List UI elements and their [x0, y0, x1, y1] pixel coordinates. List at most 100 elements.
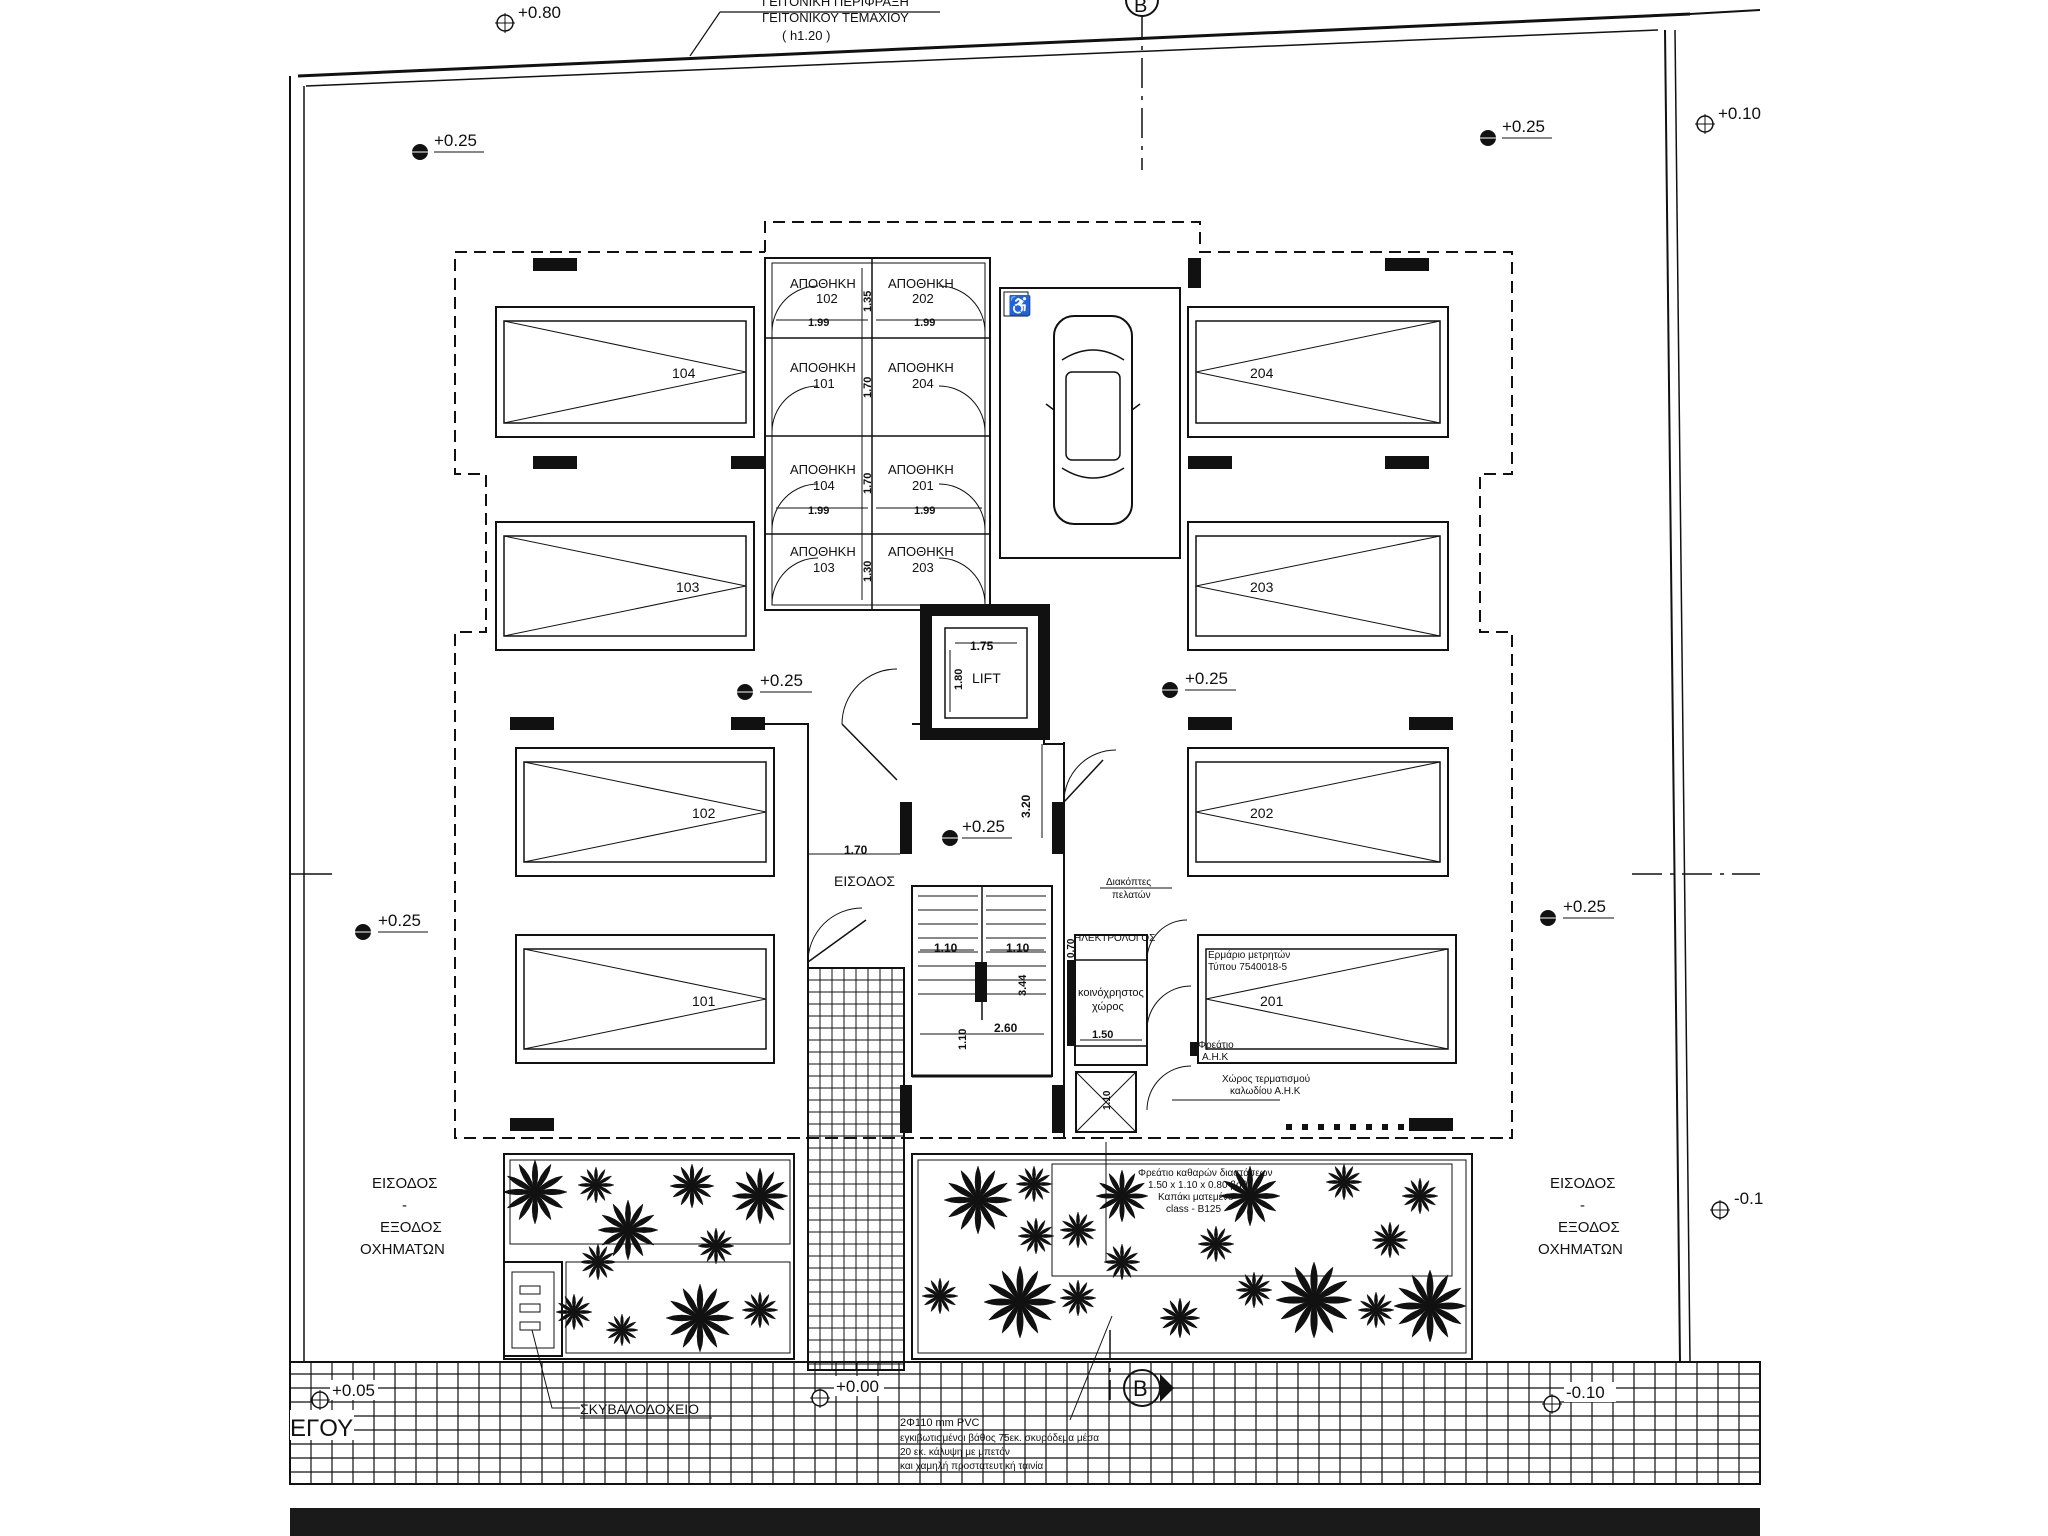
level-value: +0.25 — [434, 131, 477, 150]
level-marker-ne: +0.25 — [1478, 117, 1552, 146]
plant-icon — [577, 1166, 615, 1204]
parking-number: 102 — [692, 805, 716, 821]
vehicle-entrance-text: ΕΞΟΔΟΣ — [380, 1219, 442, 1236]
vehicle-entrance-text: ΕΙΣΟΔΟΣ — [1550, 1175, 1615, 1192]
level-marker-se: -0.10 — [1542, 1382, 1616, 1414]
note-text: Καπάκι ματεμένο — [1158, 1191, 1234, 1203]
vehicle-entrance-left: ΕΙΣΟΔΟΣ - ΕΞΟΔΟΣ ΟΧΗΜΑΤΩΝ — [360, 1175, 445, 1258]
storage-number: 103 — [813, 560, 835, 575]
plant-icon — [731, 1167, 789, 1225]
level-value: +0.25 — [1185, 669, 1228, 688]
note-text: Φρεάτιο — [1198, 1039, 1234, 1051]
storage-number: 102 — [816, 291, 838, 306]
level-marker-south: +0.00 — [810, 1376, 884, 1408]
note-text: Τύπου 7540018-5 — [1208, 961, 1288, 973]
dimension-label: 0.70 — [1066, 938, 1077, 958]
storage-title: ΑΠΟΘΗΚΗ — [790, 544, 856, 559]
storage-block: ΑΠΟΘΗΚΗ 102 ΑΠΟΘΗΚΗ 202 ΑΠΟΘΗΚΗ 101 ΑΠΟΘ… — [764, 257, 991, 611]
section-label-top: B — [1134, 0, 1147, 17]
plant-icon — [665, 1283, 735, 1353]
plant-icon — [943, 1165, 1013, 1235]
plant-icon — [1325, 1163, 1363, 1201]
level-value: +0.25 — [962, 817, 1005, 836]
level-marker-mid-left: +0.25 — [735, 671, 812, 700]
storage-title: ΑΠΟΘΗΚΗ — [888, 276, 954, 291]
plant-icon — [605, 1313, 639, 1347]
storage-102: ΑΠΟΘΗΚΗ 102 — [790, 276, 856, 306]
staircase: 1.10 1.10 2.60 1.10 3.44 — [911, 885, 1053, 1078]
wheelchair-icon: ♿ — [1008, 294, 1032, 317]
level-value: +0.25 — [378, 911, 421, 930]
road-label: ΕΓΟΥ — [290, 1415, 353, 1442]
note-text: ΗΛΕΚΤΡΟΛΟΓΟΣ — [1074, 933, 1155, 944]
note-text: και χαμηλή προστατευτική ταινία — [900, 1460, 1043, 1472]
cable-dots — [1286, 1124, 1404, 1130]
dimension-label: 1.99 — [914, 317, 935, 329]
stair-steps — [918, 895, 1046, 995]
storage-103: ΑΠΟΘΗΚΗ 103 — [790, 544, 856, 575]
storage-101: ΑΠΟΘΗΚΗ 101 — [790, 360, 856, 391]
accessible-parking-bay: ♿ — [999, 287, 1181, 559]
plant-icon — [1357, 1291, 1395, 1329]
plant-icon — [983, 1265, 1057, 1339]
landscaping — [502, 1153, 1473, 1360]
plant-icon — [1371, 1221, 1409, 1259]
storage-204: ΑΠΟΘΗΚΗ 204 — [888, 360, 954, 391]
parking-number: 103 — [676, 579, 700, 595]
level-marker-mid-right: +0.25 — [1160, 669, 1236, 698]
plant-icon — [1059, 1279, 1097, 1317]
lift-label: LIFT — [972, 670, 1001, 686]
storage-number: 101 — [813, 376, 835, 391]
storage-title: ΑΠΟΘΗΚΗ — [888, 462, 954, 477]
vehicle-entrance-text: ΕΞΟΔΟΣ — [1558, 1219, 1620, 1236]
plant-icon — [1159, 1297, 1201, 1339]
dimension-label: 1.80 — [953, 669, 965, 690]
dimension-label: 3.20 — [1019, 794, 1033, 818]
parking-number: 201 — [1260, 993, 1284, 1009]
waste-bin-note: ΣΚΥΒΑΛΟΔΟΧΕΙΟ — [531, 1329, 712, 1419]
parking-bay-201: 201 — [1197, 934, 1457, 1064]
dimension-label: 1.10 — [1102, 1090, 1113, 1110]
dimension-label: 1.99 — [914, 505, 935, 517]
section-marker-top — [1125, 0, 1159, 17]
storage-number: 204 — [912, 376, 934, 391]
note-text: πελατών — [1112, 889, 1151, 901]
dimension-label: 1.30 — [862, 561, 874, 582]
footer-bar — [290, 1508, 1760, 1536]
plant-icon — [1015, 1165, 1053, 1203]
vehicle-entrance-text: - — [1580, 1197, 1585, 1214]
plant-icon — [502, 1159, 568, 1225]
storage-title: ΑΠΟΘΗΚΗ — [888, 360, 954, 375]
vehicle-entrance-text: ΟΧΗΜΑΤΩΝ — [1538, 1241, 1623, 1258]
entrance-lobby: 3.20 1.70 ΕΙΣΟΔΟΣ — [765, 668, 1117, 1138]
vehicle-entrance-text: ΟΧΗΜΑΤΩΝ — [360, 1241, 445, 1258]
level-value: +0.10 — [1718, 104, 1761, 123]
plant-icon — [921, 1277, 959, 1315]
note-text: 20 εκ. κάλυψη με μπετόν — [900, 1446, 1010, 1458]
level-value: -0.10 — [1566, 1383, 1605, 1402]
plant-icon — [597, 1199, 659, 1261]
parking-bay-103: 103 — [495, 521, 755, 651]
parking-number: 101 — [692, 993, 716, 1009]
dimension-label: 3.44 — [1017, 974, 1029, 996]
fence-label-3: ( h1.20 ) — [782, 28, 830, 43]
note-text: Ερμάριο μετρητών — [1208, 949, 1290, 961]
pavement-paving — [289, 1361, 1761, 1485]
parking-number: 202 — [1250, 805, 1274, 821]
note-text: 2Φ110 mm PVC — [900, 1417, 980, 1429]
note-text: Α.Η.Κ — [1202, 1052, 1228, 1063]
storage-title: ΑΠΟΘΗΚΗ — [790, 462, 856, 477]
pipe-note: 2Φ110 mm PVC εγκιβωτισμένοι βάθος 75εκ. … — [900, 1315, 1113, 1472]
storage-number: 201 — [912, 478, 934, 493]
vehicle-entrance-text: - — [402, 1197, 407, 1214]
note-text: 1.50 x 1.10 x 0.80 βάθος — [1148, 1179, 1258, 1191]
dimension-label: 1.40 — [1066, 1000, 1077, 1020]
level-marker-west: +0.25 — [353, 911, 428, 940]
manhole-note: Φρεάτιο καθαρών διαστάσεων 1.50 x 1.10 x… — [1105, 1142, 1272, 1262]
plant-icon — [1059, 1211, 1097, 1249]
level-marker-top-left: +0.80 — [495, 3, 561, 33]
level-value: +0.25 — [760, 671, 803, 690]
dimension-label: 1.35 — [862, 291, 874, 312]
level-marker-east: +0.25 — [1538, 897, 1614, 926]
